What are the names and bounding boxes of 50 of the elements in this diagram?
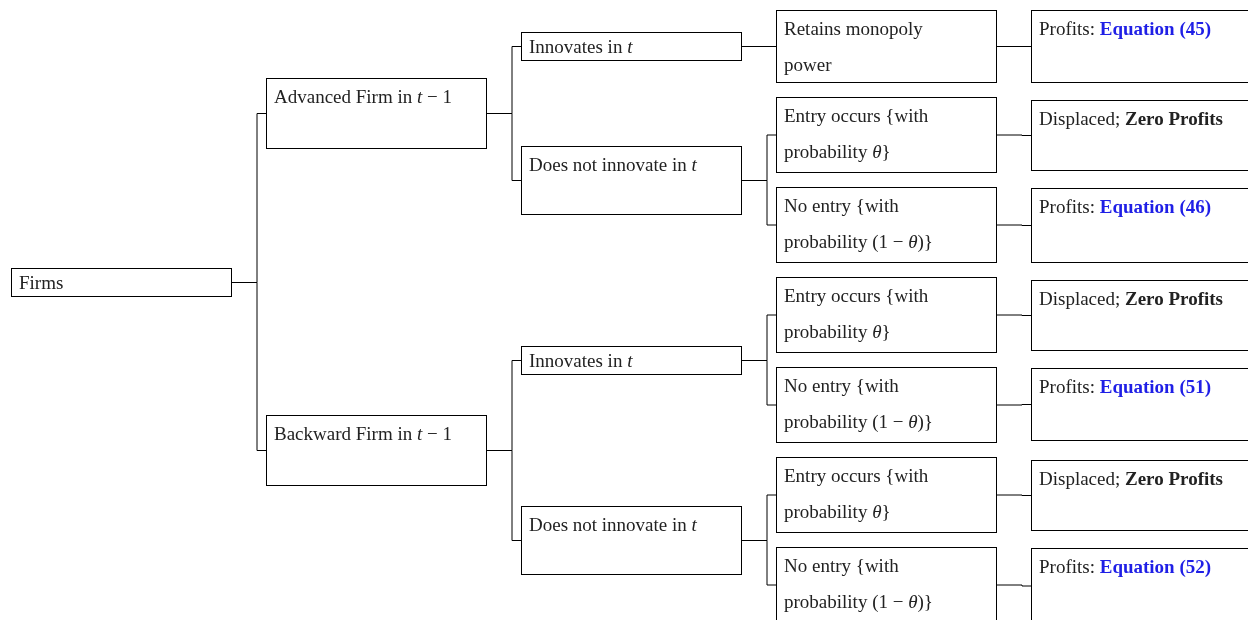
tree-node-box <box>776 10 997 83</box>
tree-connector <box>996 224 1032 226</box>
tree-connector <box>996 494 1032 496</box>
node-text: Profits: Equation (52) <box>1039 555 1213 579</box>
tree-node-box <box>776 187 997 263</box>
tree-node-box <box>1031 188 1248 263</box>
node-text: No entry {with probability (1 − θ)} <box>784 194 934 254</box>
node-text: Entry occurs {with probability θ} <box>784 464 930 524</box>
node-text: Displaced; Zero Profits <box>1039 467 1223 491</box>
tree-node-box <box>1031 548 1248 620</box>
tree-node-box <box>776 457 997 533</box>
tree-connector <box>741 46 777 47</box>
node-text: Displaced; Zero Profits <box>1039 107 1223 131</box>
node-text: Advanced Firm in t − 1 <box>274 85 453 109</box>
node-text: Displaced; Zero Profits <box>1039 287 1223 311</box>
tree-node-box <box>1031 100 1248 171</box>
node-text: Innovates in t <box>529 35 634 59</box>
tree-node-box <box>776 97 997 173</box>
tree-node-box <box>521 32 742 61</box>
tree-node-box <box>11 268 232 297</box>
tree-connector <box>996 314 1032 316</box>
node-text: Does not innovate in t <box>529 513 698 537</box>
tree-node-box <box>266 415 487 486</box>
node-text: Entry occurs {with probability θ} <box>784 284 930 344</box>
tree-node-box <box>776 547 997 620</box>
node-text: Does not innovate in t <box>529 153 698 177</box>
tree-connector <box>996 404 1032 406</box>
node-text: Firms <box>19 271 65 295</box>
node-text: Profits: Equation (45) <box>1039 17 1213 41</box>
node-text: No entry {with probability (1 − θ)} <box>784 374 934 434</box>
node-text: Profits: Equation (46) <box>1039 195 1213 219</box>
tree-node-box <box>266 78 487 149</box>
tree-connector <box>996 134 1032 136</box>
tree-node-box <box>521 506 742 575</box>
tree-node-box <box>1031 460 1248 531</box>
tree-node-box <box>776 277 997 353</box>
tree-connector <box>996 584 1032 587</box>
tree-node-box <box>1031 10 1248 83</box>
tree-node-box <box>521 146 742 215</box>
node-text: Backward Firm in t − 1 <box>274 422 453 446</box>
node-text: Retains monopoly power <box>784 17 924 77</box>
tree-connector <box>996 46 1032 47</box>
tree-node-box <box>521 346 742 375</box>
tree-node-box <box>1031 368 1248 441</box>
tree-node-box <box>1031 280 1248 351</box>
tree-node-box <box>776 367 997 443</box>
node-text: Innovates in t <box>529 349 634 373</box>
node-text: Profits: Equation (51) <box>1039 375 1213 399</box>
node-text: Entry occurs {with probability θ} <box>784 104 930 164</box>
node-text: No entry {with probability (1 − θ)} <box>784 554 934 614</box>
